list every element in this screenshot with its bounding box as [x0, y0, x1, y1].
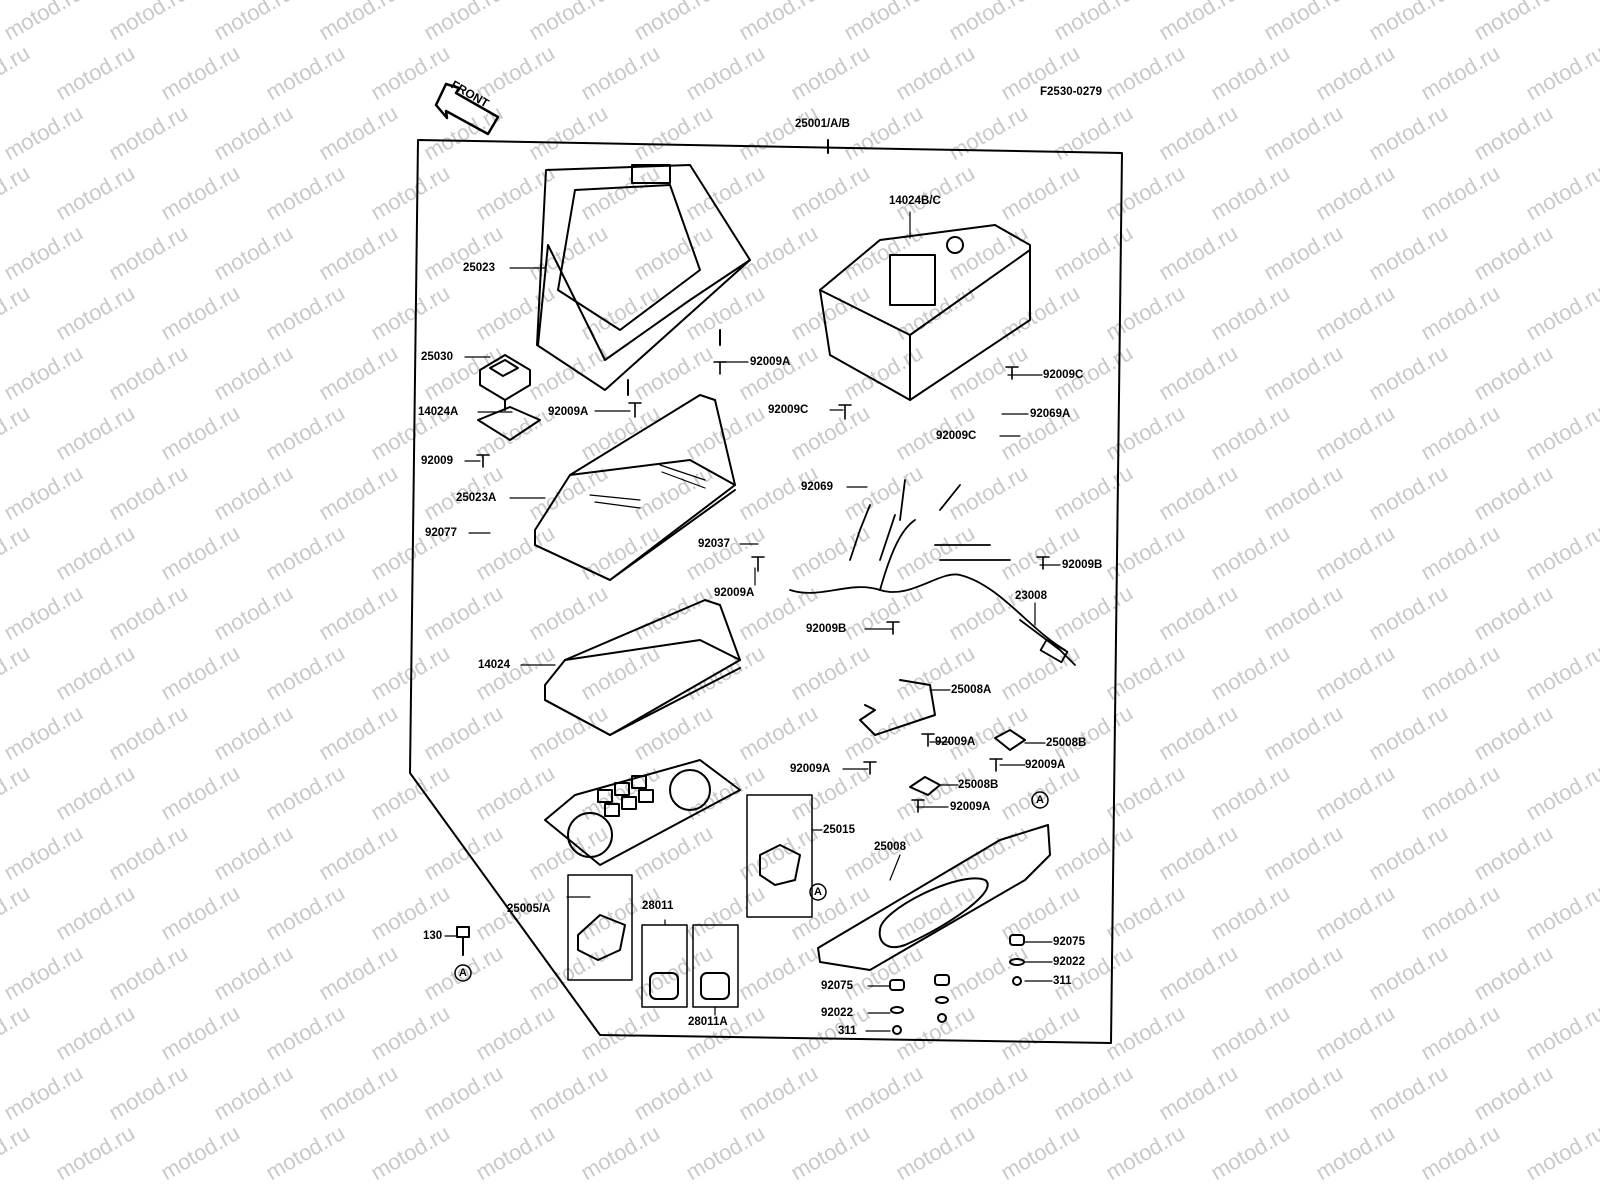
part-label-92009: 92009	[421, 455, 453, 467]
part-label-92022-b: 92022	[821, 1007, 853, 1019]
part-label-130: 130	[423, 930, 443, 942]
meter-panel	[544, 759, 741, 866]
meter-case-25023A	[534, 394, 736, 581]
part-label-92009A-a: 92009A	[548, 406, 589, 418]
part-label-92009A-c: 92009A	[750, 356, 791, 368]
part-label-92022-a: 92022	[1053, 956, 1085, 968]
leader-lines	[444, 211, 1061, 1032]
bracket-25008B-upper	[994, 729, 1026, 751]
part-label-28011: 28011	[642, 900, 674, 912]
part-label-25023: 25023	[463, 262, 495, 274]
part-label-92009A-d: 92009A	[935, 736, 976, 748]
part-label-25008B-a: 25008B	[1046, 737, 1087, 749]
part-label-25008A: 25008A	[951, 684, 992, 696]
ref-code: F2530-0279	[1040, 86, 1103, 98]
part-label-92009C-c: 92009C	[936, 430, 977, 442]
part-label-92009B-b: 92009B	[806, 623, 847, 635]
part-label-28011A: 28011A	[688, 1016, 728, 1028]
front-arrow	[434, 82, 500, 136]
grommet-set	[889, 934, 1025, 1035]
part-label-25005A: 25005/A	[507, 903, 551, 915]
part-label-25015: 25015	[823, 824, 855, 836]
ref-mark-a-right: A	[1036, 794, 1044, 806]
part-label-311-b: 311	[838, 1025, 857, 1037]
part-label-25008: 25008	[874, 841, 906, 853]
meter-box-14024BC	[819, 224, 1031, 401]
part-label-25030: 25030	[421, 351, 453, 363]
part-label-92009A-g: 92009A	[950, 801, 991, 813]
part-label-92075-b: 92075	[821, 980, 853, 992]
harness-23008	[789, 479, 1076, 666]
part-label-92009A-f: 92009A	[1025, 759, 1066, 771]
part-label-92009C-b: 92009C	[768, 404, 809, 416]
bulb-box-28011	[641, 924, 688, 1008]
part-label-14024: 14024	[478, 659, 510, 671]
ref-mark-a-bolt: A	[459, 967, 467, 979]
part-label-92069: 92069	[801, 481, 833, 493]
assembly-border	[409, 139, 1123, 1044]
bracket-25008A	[859, 679, 936, 736]
base-plate-25008	[809, 791, 1051, 971]
screws	[476, 361, 1050, 813]
part-label-23008: 23008	[1015, 590, 1047, 602]
ref-mark-a-plate: A	[814, 886, 822, 898]
bracket-14024A	[477, 406, 541, 441]
bulb-box-28011A	[692, 924, 739, 1008]
part-label-25008B-b: 25008B	[958, 779, 999, 791]
assembly-label: 25001/A/B	[795, 118, 850, 130]
part-label-92009A-b: 92009A	[714, 587, 755, 599]
part-label-14024BC: 14024B/C	[889, 195, 941, 207]
part-label-92009B-a: 92009B	[1062, 559, 1103, 571]
bracket-25008B-lower	[909, 776, 941, 796]
switch-25030	[479, 354, 531, 411]
part-label-92009C-a: 92009C	[1043, 369, 1084, 381]
part-label-92037: 92037	[698, 538, 730, 550]
part-label-25023A: 25023A	[456, 492, 497, 504]
part-label-92069A: 92069A	[1030, 408, 1071, 420]
part-label-92075-a: 92075	[1053, 936, 1085, 948]
meter-cover-25023	[536, 164, 751, 396]
socket-box-25015	[746, 794, 813, 918]
housing-14024	[544, 599, 741, 736]
part-label-14024A: 14024A	[418, 406, 459, 418]
part-label-92077: 92077	[425, 527, 457, 539]
part-label-311-a: 311	[1053, 975, 1072, 987]
bolt-130	[454, 926, 472, 982]
part-label-92009A-e: 92009A	[790, 763, 831, 775]
socket-box-25005A	[567, 874, 633, 981]
